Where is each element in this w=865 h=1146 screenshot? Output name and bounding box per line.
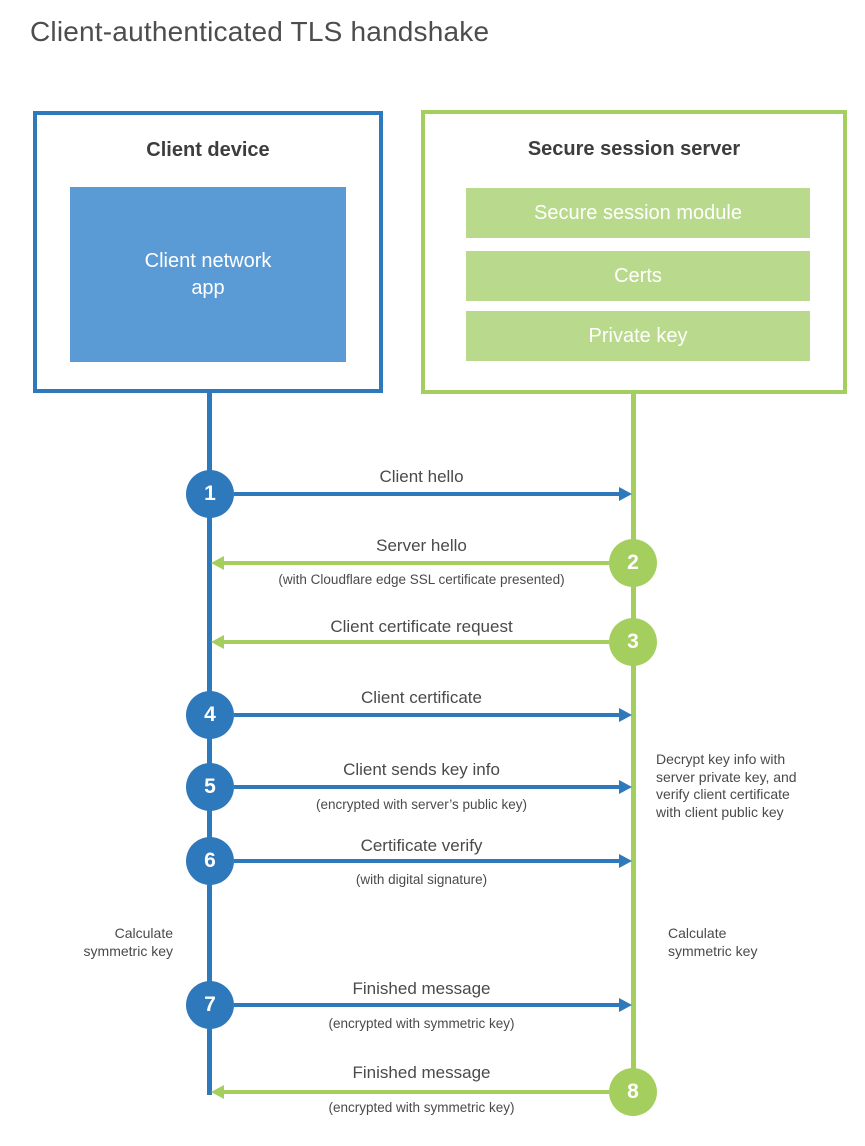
secure-session-module-bar: Secure session module [466,188,810,238]
secure-session-server-title: Secure session server [527,138,741,160]
step-number: 2 [627,551,639,574]
step-7-arrow-right-icon [234,998,632,1012]
step-3-circle: 3 [609,618,657,666]
step-4-arrow-right-icon [234,708,632,722]
message-label: Server hello [376,536,467,555]
page-title: Client-authenticated TLS handshake [30,16,490,47]
step-number: 7 [204,993,216,1016]
client-device-title: Client device [146,139,270,161]
message-label: Finished message [352,1063,491,1082]
client-network-app-box: Client network app [70,187,346,362]
message-label: Client certificate request [330,617,513,636]
step-number: 4 [204,703,216,726]
private-key-bar: Private key [466,311,810,361]
step-6-circle: 6 [186,837,234,885]
calculate-symmetric-key-note-right: Calculate symmetric key [668,925,758,959]
step-number: 6 [204,849,216,872]
calculate-symmetric-key-note-left: Calculate symmetric key [83,925,173,959]
step-8-circle: 8 [609,1068,657,1116]
server-lifeline [631,392,636,1092]
message-sublabel: (encrypted with symmetric key) [328,1100,515,1115]
step-number: 1 [204,482,216,505]
client-lifeline [207,391,212,1095]
message-sublabel: (encrypted with symmetric key) [328,1016,515,1031]
step-2-arrow-left-icon [211,556,609,570]
step-5-circle: 5 [186,763,234,811]
message-label: Client sends key info [343,760,500,779]
message-sublabel: (with Cloudflare edge SSL certificate pr… [278,572,565,587]
message-sublabel: (encrypted with server’s public key) [315,797,528,812]
certs-bar: Certs [466,251,810,301]
step-6-arrow-right-icon [234,854,632,868]
step-1-arrow-right-icon [234,487,632,501]
message-label: Finished message [352,979,491,998]
step-8-arrow-left-icon [211,1085,609,1099]
message-label: Client certificate [361,688,482,707]
step-1-circle: 1 [186,470,234,518]
step-number: 3 [627,630,639,653]
step-7-circle: 7 [186,981,234,1029]
step-4-circle: 4 [186,691,234,739]
step-3-arrow-left-icon [211,635,609,649]
secure-session-server-box: Secure session server Secure session mod… [421,110,847,394]
message-label: Certificate verify [360,836,483,855]
decrypt-key-info-note: Decrypt key info with server private key… [656,751,797,820]
step-number: 5 [204,775,216,798]
client-device-box: Client device Client network app [33,111,383,393]
message-label: Client hello [379,467,464,486]
step-5-arrow-right-icon [234,780,632,794]
message-sublabel: (with digital signature) [355,872,488,887]
step-2-circle: 2 [609,539,657,587]
step-number: 8 [627,1080,639,1103]
